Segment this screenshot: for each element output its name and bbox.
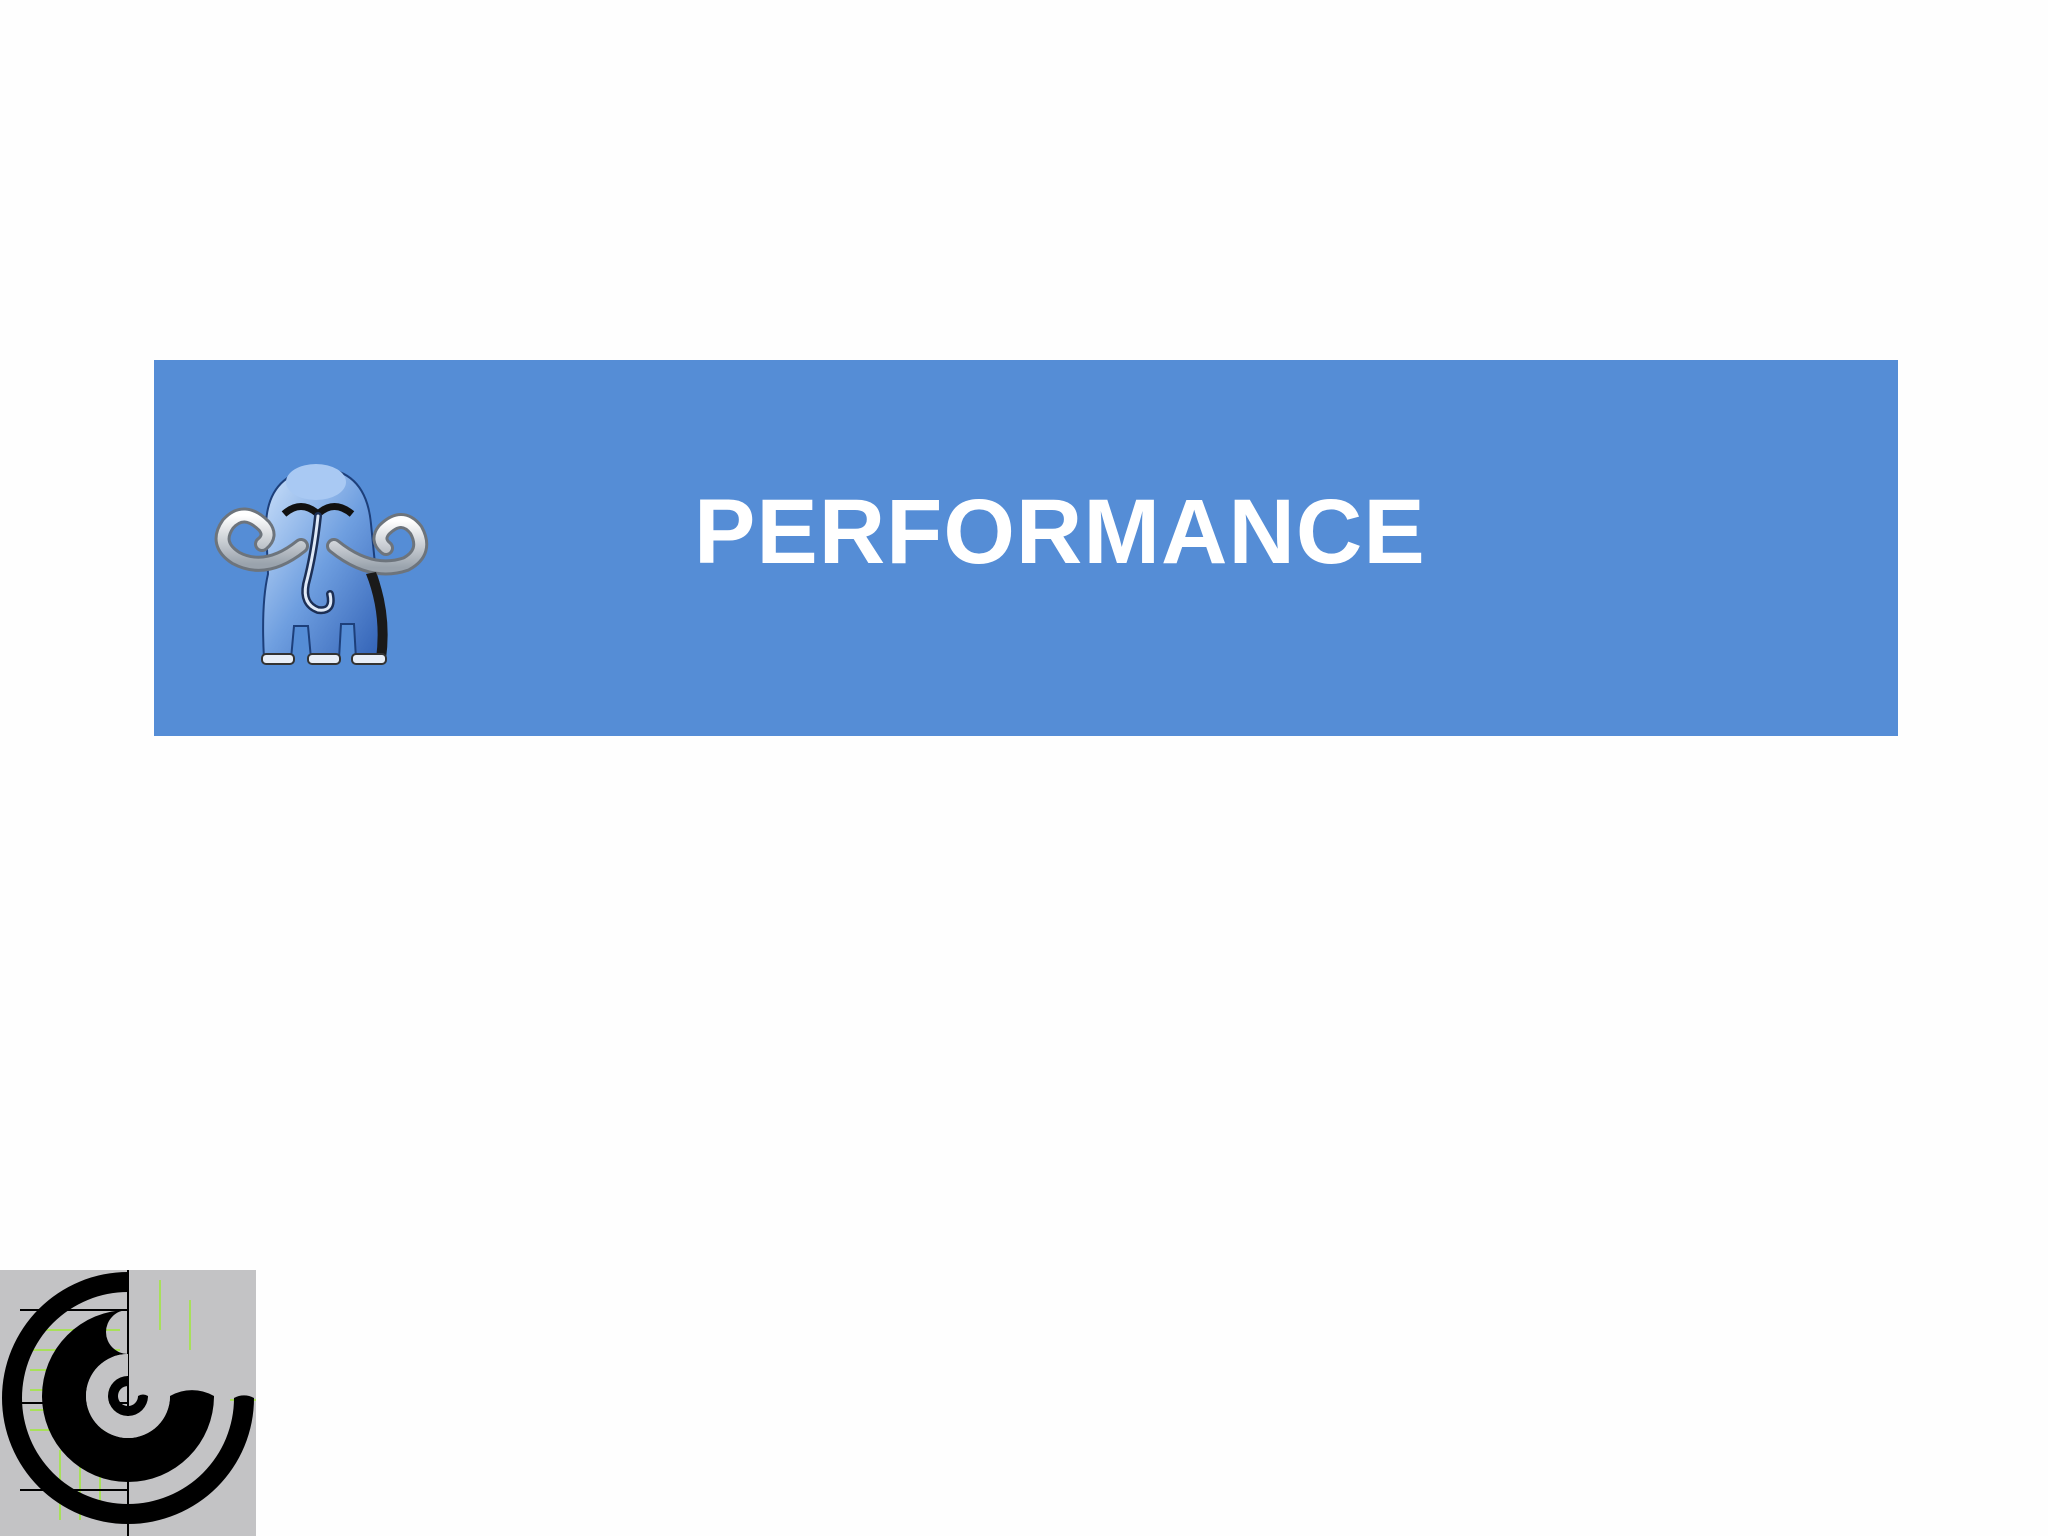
title-banner: PERFORMANCE bbox=[154, 360, 1898, 736]
mammoth-logo-icon bbox=[214, 464, 429, 665]
slide-title: PERFORMANCE bbox=[694, 481, 1426, 583]
spiral-logo-icon bbox=[0, 1270, 256, 1536]
